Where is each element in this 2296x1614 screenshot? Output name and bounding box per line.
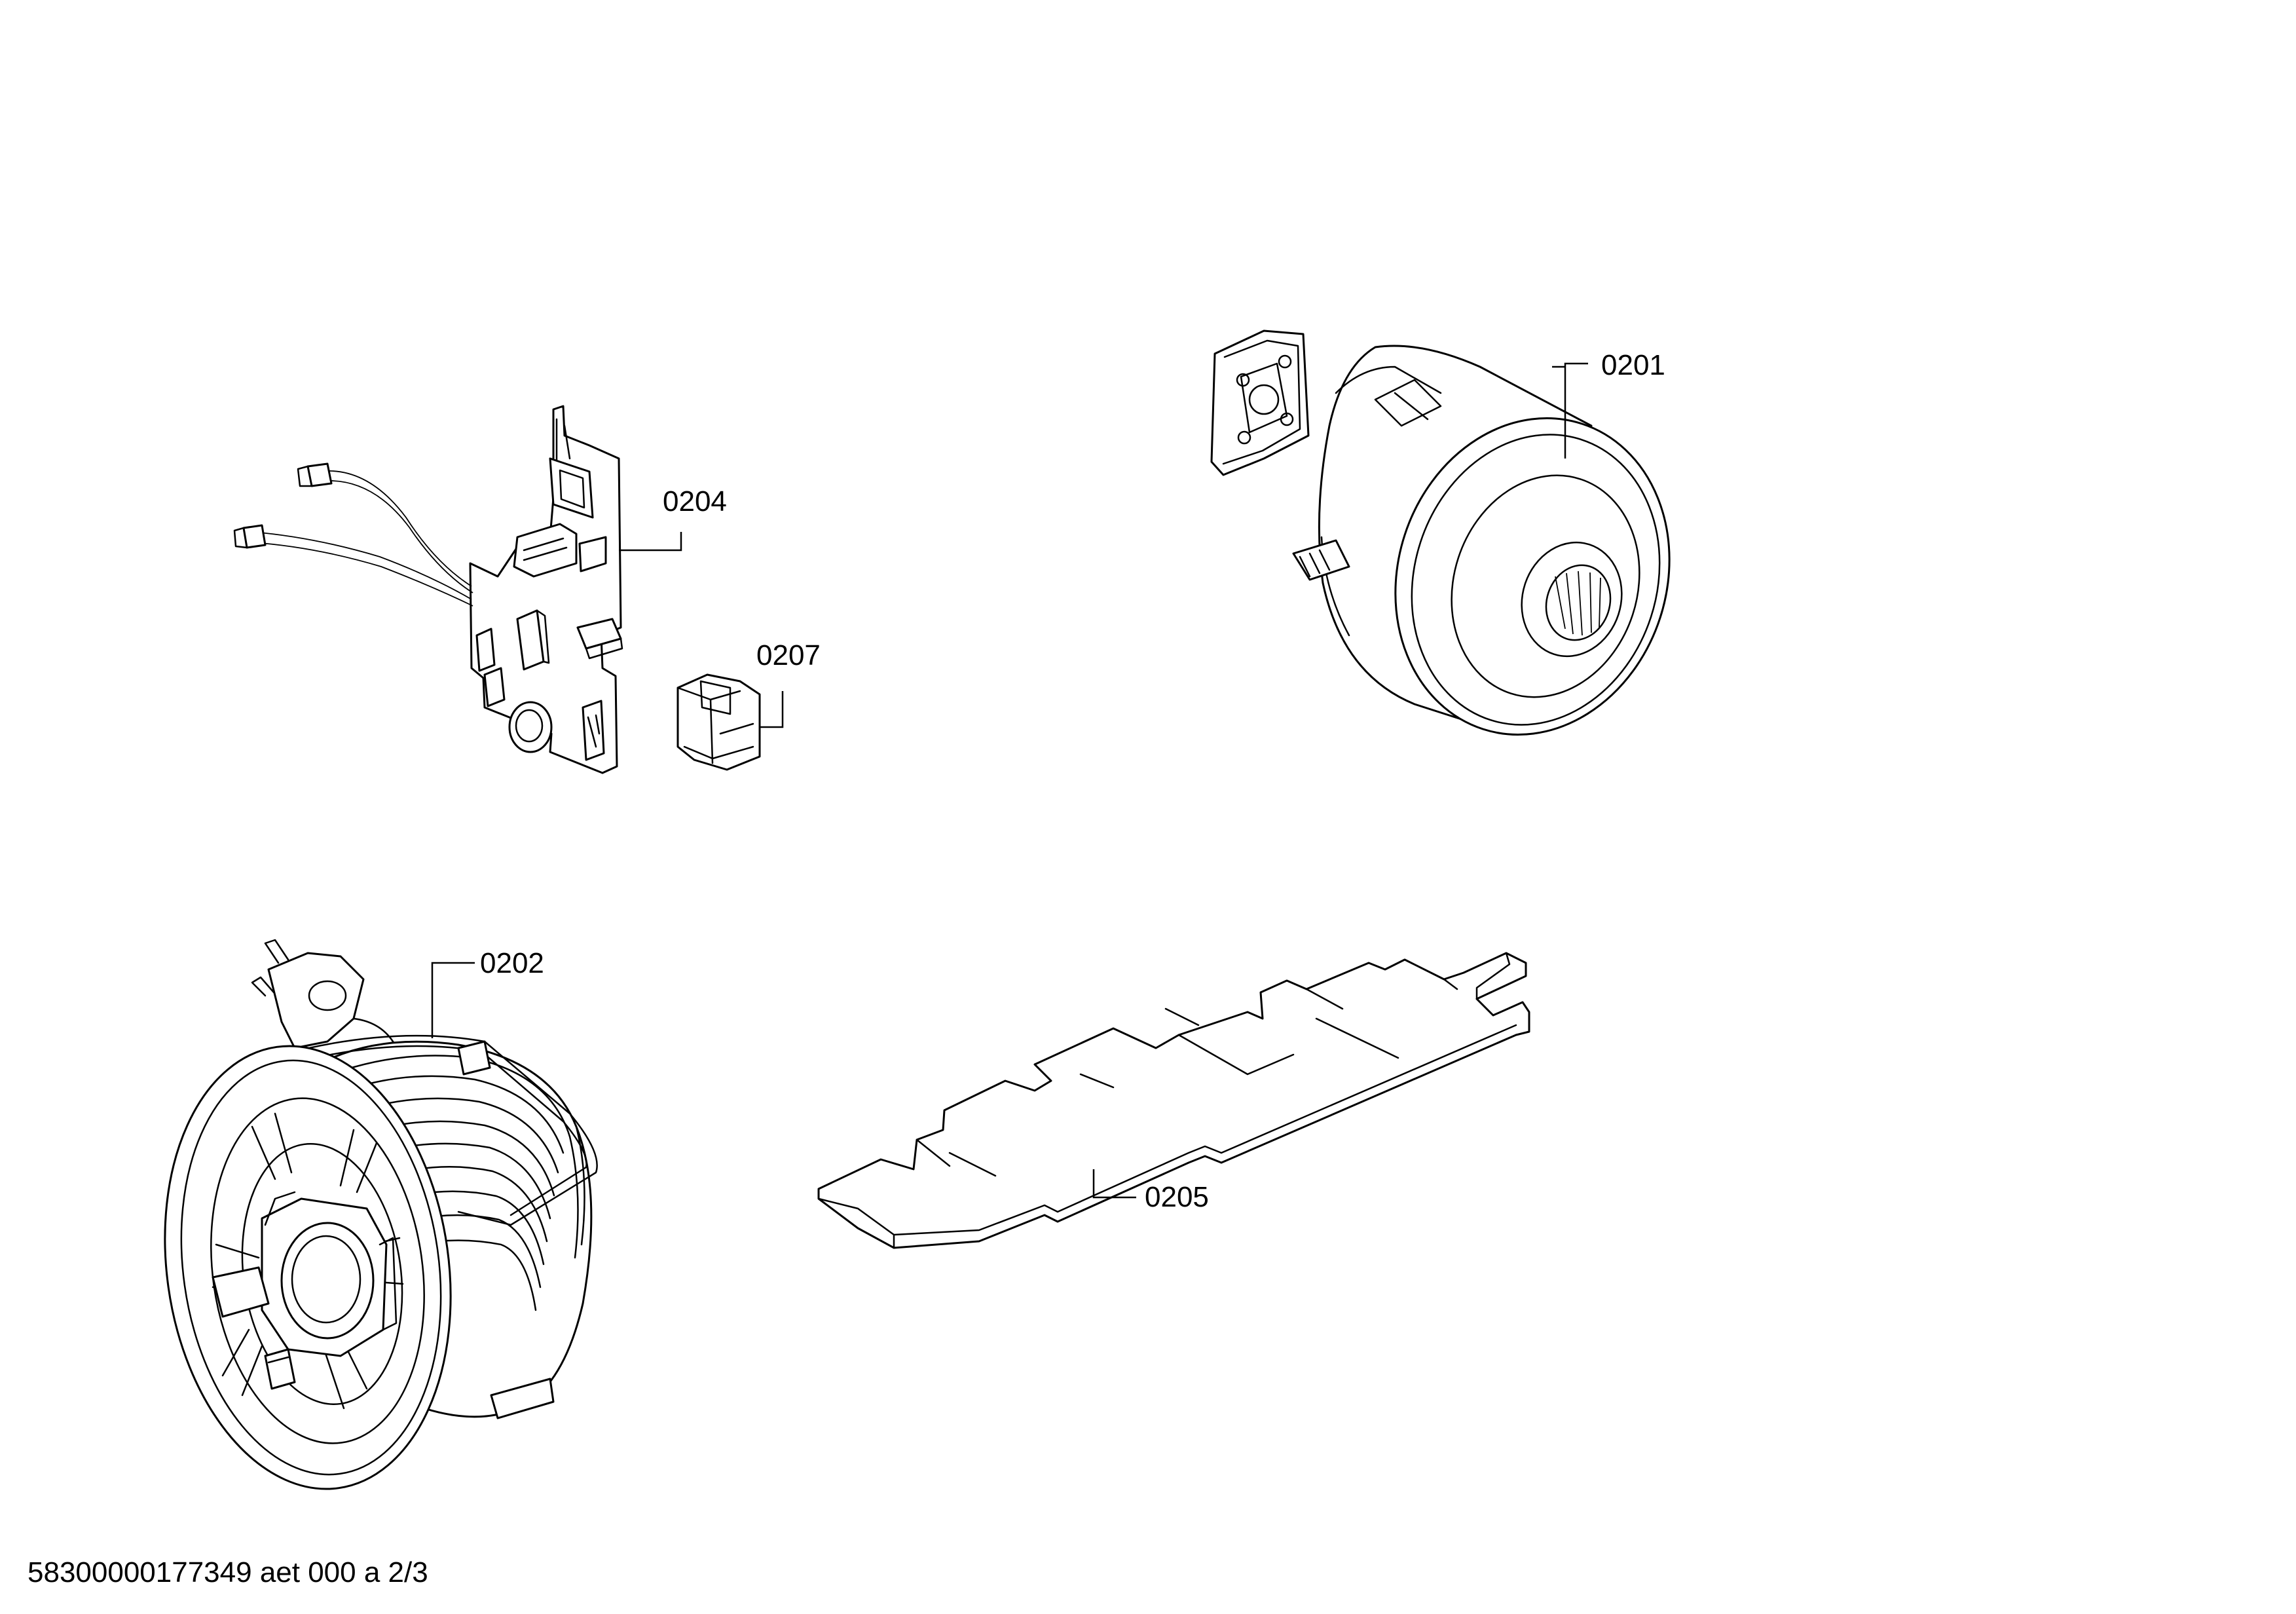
callout-leader-0207: [760, 691, 784, 728]
callout-label-0205: 0205: [1145, 1181, 1209, 1213]
callout-label-0202: 0202: [480, 947, 544, 979]
callout-label-0201: 0201: [1601, 349, 1665, 381]
reel-front-flange: [164, 1045, 452, 1490]
callout-leader-0205: [1092, 1169, 1136, 1199]
insulating-plate-part: [817, 952, 1530, 1249]
callout-label-0207: 0207: [756, 639, 821, 671]
circuit-board-part: [233, 405, 682, 774]
motor-fan-shroud: [1394, 417, 1671, 736]
power-plug: [251, 939, 407, 1062]
callout-label-0204: 0204: [663, 485, 727, 517]
connector-part: [676, 673, 784, 771]
callout-leader-0202: [431, 962, 475, 1038]
motor-mount: [1210, 329, 1310, 476]
drawing-reference-footer: 58300000177349 aet 000 a 2/3: [28, 1556, 428, 1588]
cable-reel-part: [164, 939, 598, 1490]
motor-part: [1210, 329, 1671, 736]
callout-leader-0201: [1552, 366, 1566, 459]
callout-leader-0204: [619, 532, 682, 552]
